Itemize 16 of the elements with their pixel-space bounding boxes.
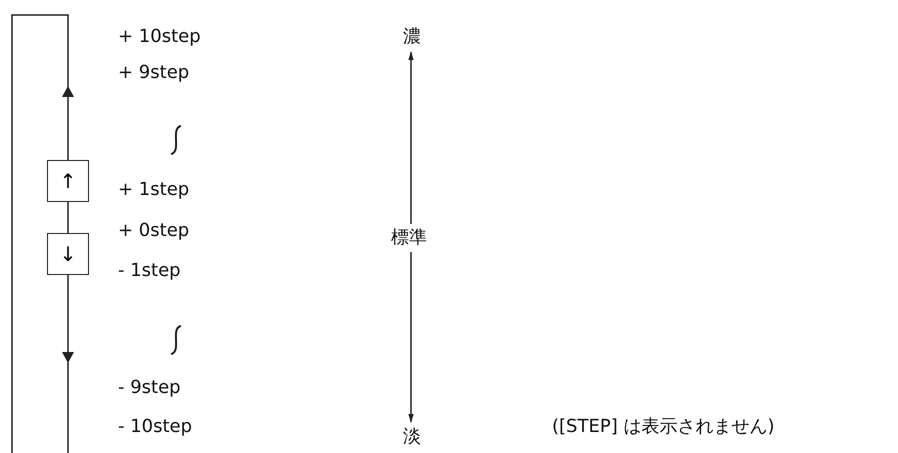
scale-label: 標準 — [391, 227, 427, 249]
step-label: + 10step — [118, 26, 201, 48]
connector-line — [67, 202, 69, 233]
step-label: + 0step — [118, 220, 190, 242]
step-label: + 9step — [118, 62, 190, 84]
scale-label: 濃 — [403, 26, 421, 48]
arrow — [408, 51, 414, 224]
down-button: ↓ — [47, 233, 89, 275]
up-button: ↑ — [47, 160, 89, 202]
step-label: - 9step — [118, 377, 181, 399]
note: ([STEP] は表示されません) — [552, 416, 774, 438]
step-label: + 1step — [118, 179, 190, 201]
scale-label: 淡 — [403, 426, 421, 448]
step-label: - 10step — [118, 416, 192, 438]
step-label: - 1step — [118, 260, 181, 282]
arrow — [408, 252, 414, 423]
